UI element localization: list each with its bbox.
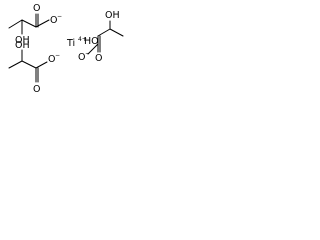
titanium-symbol: Ti [66,38,75,49]
bond [21,19,37,28]
bond [35,19,50,28]
right-top-hydroxyl-label: OH [105,10,120,21]
upper-hydroxyl-label: OH [15,35,30,46]
bond [97,28,111,37]
upper-carboxylate-charge: − [57,13,62,20]
lower-hydroxyl-label: OH [15,40,30,51]
right-lactate-ligand: OH HO O − O [78,10,124,64]
bond [35,61,48,69]
bond [109,28,124,37]
upper-carboxylate-oxygen: O [50,15,57,26]
chemical-structure-diagram: O O − OH Ti 4+ OH HO O − O O − O OH [8,3,124,95]
upper-carbonyl-oxygen: O [33,3,40,14]
lower-lactate-ligand: O − O OH [8,40,60,95]
lower-carbonyl-oxygen: O [33,84,40,95]
titanium-cation: Ti 4+ [66,36,87,49]
bond [87,43,99,55]
bond [21,60,37,69]
right-carboxylate-charge: − [85,50,90,57]
lower-carboxylate-charge: − [55,52,60,59]
titanium-charge: 4+ [78,36,87,43]
right-side-hydroxyl-label: HO [84,36,99,47]
right-carboxylate-oxygen: O [78,52,85,63]
upper-lactate-ligand: O O − OH [8,3,62,46]
bond [8,19,23,29]
right-carbonyl-oxygen: O [95,53,102,64]
bond [8,60,23,69]
lower-carboxylate-oxygen: O [48,54,55,65]
